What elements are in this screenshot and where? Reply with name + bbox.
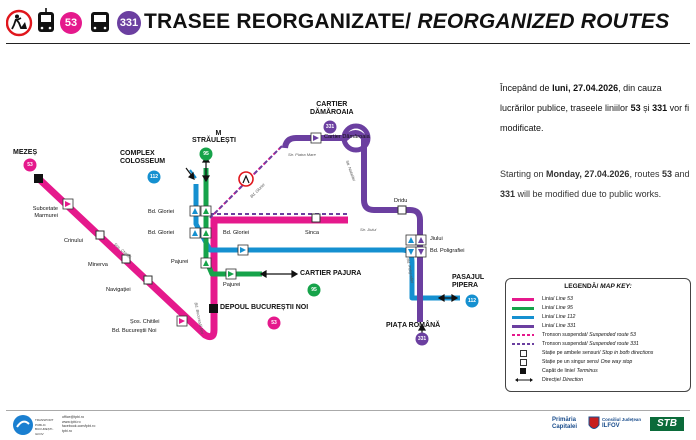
stop-sos-chitilei (176, 315, 188, 327)
line-53-route (35, 175, 348, 341)
place-piata-romana: PIAȚA ROMÂNĂ (386, 322, 441, 329)
stop-bd-gloriei-c (237, 244, 249, 256)
stop-pajurei-b (225, 268, 237, 280)
info-romanian: Începând de luni, 27.04.2026, din cauza … (500, 83, 690, 133)
street-str-jiului: Str. Jiului (360, 227, 377, 232)
legend-stop-one-way: Stație pe un singur sens/ One way stop (512, 358, 688, 366)
header-divider (6, 43, 690, 44)
ilfov-crest-icon (588, 416, 600, 429)
page-title: TRASEE REORGANIZATE/ REORGANIZED ROUTES (144, 10, 670, 33)
street-str-pietra-mare: Str. Piatra Mare (288, 152, 316, 157)
legend-line-331: Linia/ Line 331 (512, 322, 688, 330)
stop-label-sinca: Sinca (305, 230, 319, 236)
roadworks-marker-icon (238, 171, 254, 187)
route-map (23, 120, 479, 346)
badge-pajura: 95 (311, 287, 317, 293)
legend-title: LEGENDĂ/ MAP KEY: (564, 283, 632, 290)
stop-bd-gloriei-b2 (200, 227, 212, 239)
badge-straulesti: 95 (203, 151, 209, 157)
stop-crinului (95, 230, 105, 240)
stop-bd-gloriei-a2 (200, 205, 212, 217)
stop-label-pajurei-a: Pajurei (171, 259, 189, 265)
legend-suspended-53: Tronson suspendat/ Suspended route 53 (512, 331, 688, 339)
badge-damaroaia: 331 (325, 124, 335, 130)
legend: LEGENDĂ/ MAP KEY: Linia/ Line 53 Linia/ … (505, 278, 691, 392)
stop-jiului-2 (415, 234, 427, 246)
stop-bd-gloriei-a (189, 205, 201, 217)
stop-label-bd-poligrafiei: Bd. Poligrafiei (430, 248, 465, 254)
stop-pajurei-a (200, 257, 212, 269)
legend-line-95: Linia/ Line 95 (512, 304, 688, 312)
stop-navigatiei (143, 275, 153, 285)
stop-bd-poligrafiei-2 (415, 246, 427, 258)
stop-label-dridu: Dridu (394, 198, 408, 204)
stop-bd-gloriei-b (189, 227, 201, 239)
stop-label-minerva: Minerva (88, 262, 108, 268)
place-depoul: DEPOUL BUCUREȘTII NOI (220, 304, 309, 311)
damaroaia-loop (341, 123, 371, 153)
terminus-depoul (209, 304, 218, 313)
header: 53 331 TRASEE REORGANIZATE/ REORGANIZED … (0, 0, 696, 46)
route-331-badge (117, 11, 141, 35)
info-english: Starting on Monday, 27.04.2026, routes 5… (500, 169, 690, 199)
legend-terminus: Capăt de linie/ Terminus (512, 367, 688, 375)
route-53-badge (60, 12, 82, 34)
legend-line-53: Linia/ Line 53 (512, 295, 688, 303)
stop-label-crinului: Crinului (64, 238, 83, 244)
legend-stop-both: Stație pe ambele sensuri/ Stop in both d… (512, 349, 688, 357)
stop-label-bd-gloriei-a: Bd. Gloriei (148, 209, 175, 215)
footer-divider (6, 410, 690, 411)
badge-mezes: 53 (27, 162, 33, 168)
map-badges (23, 120, 479, 346)
line-331-route (282, 130, 423, 322)
stop-dridu (397, 205, 407, 215)
stops-one-way (62, 132, 427, 327)
header-icons (6, 8, 141, 37)
stops-both (95, 205, 407, 285)
badge-piata-romana: 331 (417, 336, 427, 342)
tpbi-logo-text: TRANSPORT PUBLIC BUCUREȘTI-ILFOV (35, 418, 54, 436)
terminus-mezes (34, 174, 43, 183)
stop-label-cartier-damaroaia: Cartier Dămăroaia (324, 134, 370, 140)
stop-minerva (121, 254, 131, 264)
stop-label-jiului: Jiului (430, 236, 443, 242)
bus-icon (91, 12, 109, 32)
footer: TRANSPORT PUBLIC BUCUREȘTI-ILFOV office@… (0, 412, 696, 440)
stop-subcetate (62, 198, 74, 210)
badge-colosseum: 112 (149, 174, 159, 180)
legend-line-112: Linia/ Line 112 (512, 313, 688, 321)
stop-sinca (311, 213, 321, 223)
place-mezes: MEZEȘ (13, 149, 38, 156)
stop-label-sos-chitilei: Șos. Chitilei (130, 319, 160, 325)
stop-label-navigatiei: Navigației (106, 287, 131, 293)
legend-suspended-331: Tronson suspendat/ Suspended route 331 (512, 340, 688, 348)
stop-label-bd-bucurestii-noi: Bd. Bucureștii Noi (112, 328, 157, 334)
badge-depoul: 53 (271, 320, 277, 326)
route-53-label: 53 (64, 17, 78, 29)
roadworks-icon (6, 9, 33, 37)
tram-icon (38, 8, 54, 32)
tpbi-logo-icon (13, 415, 33, 435)
stop-damaroaia (310, 132, 322, 144)
legend-direction: Direcție/ Direction (512, 376, 688, 384)
place-cartier-pajura: CARTIER PAJURA (300, 270, 362, 277)
stop-label-bd-gloriei-c: Bd. Gloriei (223, 230, 250, 236)
stop-label-bd-gloriei-b: Bd. Gloriei (148, 230, 175, 236)
logo-stb: STB (650, 417, 684, 431)
badge-pasajul: 112 (467, 298, 477, 304)
route-331-label: 331 (119, 17, 139, 29)
stop-label-pajurei-b: Pajurei (223, 282, 241, 288)
